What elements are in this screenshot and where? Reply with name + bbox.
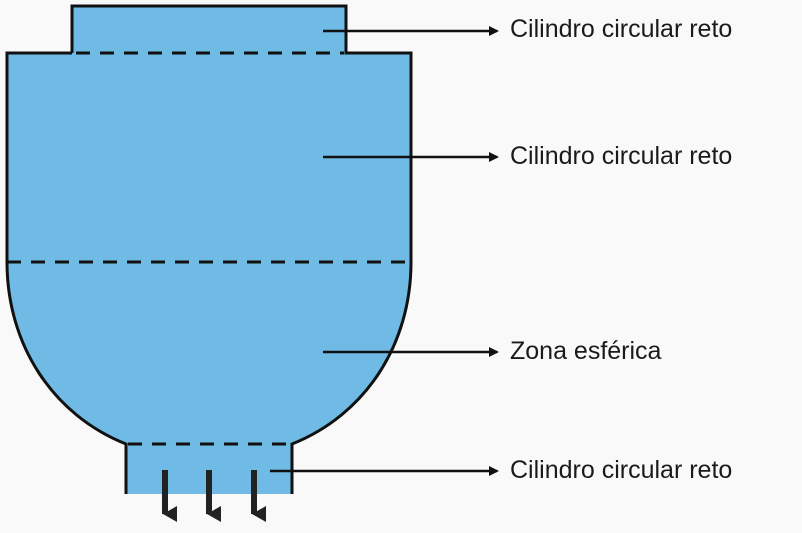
pointer-arrows <box>270 26 499 476</box>
label-main-cylinder: Cilindro circular reto <box>510 142 733 170</box>
label-bottom-cylinder: Cilindro circular reto <box>510 456 733 484</box>
label-spherical-zone: Zona esférica <box>510 337 662 365</box>
outflow-arrows <box>162 470 266 522</box>
vessel-body <box>7 6 411 494</box>
section-dividers <box>7 51 411 446</box>
label-top-cylinder: Cilindro circular reto <box>510 15 733 43</box>
vessel-outline <box>5 4 413 494</box>
